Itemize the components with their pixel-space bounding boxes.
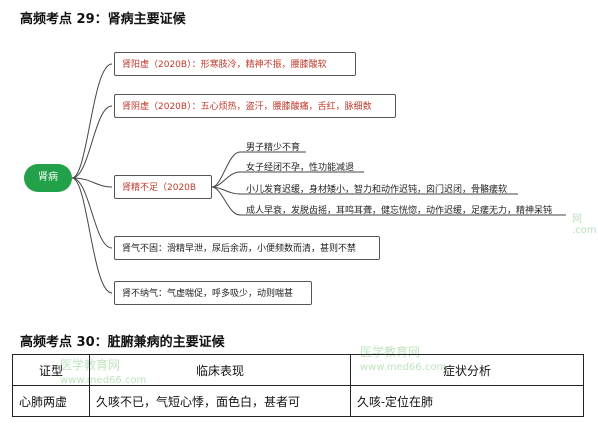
section-title-30: 高频考点 30：脏腑兼病的主要证候 bbox=[20, 335, 225, 350]
mindmap-connectors bbox=[71, 63, 566, 294]
watermark-mindmap: 网.com bbox=[572, 214, 597, 236]
table-header-cell: 症状分析 bbox=[350, 354, 584, 386]
table-cell: 久咳不已，气短心悸，面色白，甚者可 bbox=[89, 385, 351, 417]
branch-kidney-not-receiving-qi: 肾不纳气：气虚喘促，呼多吸少，动则喘甚 bbox=[114, 281, 312, 305]
leaf-male-infertility: 男子精少不育 bbox=[246, 143, 301, 153]
leaf-adult-aging: 成人早衰，发脱齿摇，耳鸣耳聋，健忘恍惚，动作迟缓，足痿无力，精神呆钝 bbox=[246, 206, 553, 216]
branch-kidney-yang: 肾阳虚（2020B）：形寒肢冷，精神不振，腰膝酸软 bbox=[114, 52, 356, 76]
table-cell: 心肺两虚 bbox=[12, 385, 90, 417]
branch-kidney-qi-unconsolidated: 肾气不固：滑精早泄，尿后余沥，小便频数而清，甚则不禁 bbox=[114, 236, 380, 260]
table-header-cell: 证型 bbox=[12, 354, 90, 386]
table-header-cell: 临床表现 bbox=[89, 354, 351, 386]
leaf-female-infertility: 女子经闭不孕，性功能减退 bbox=[246, 163, 355, 173]
leaf-child-development: 小儿发育迟缓，身材矮小，智力和动作迟钝，囟门迟闭，骨骼痿软 bbox=[246, 185, 508, 195]
branch-kidney-essence: 肾精不足（2020B bbox=[114, 175, 212, 199]
table-header-row: 证型 临床表现 症状分析 bbox=[12, 354, 584, 386]
syndrome-table: 证型 临床表现 症状分析 心肺两虚 久咳不已，气短心悸，面色白，甚者可 久咳-定… bbox=[12, 354, 584, 417]
mindmap-root: 肾病 bbox=[24, 164, 72, 192]
branch-kidney-yin: 肾阴虚（2020B）：五心烦热，盗汗，腰膝酸痛，舌红，脉细数 bbox=[114, 94, 396, 118]
section-title-29: 高频考点 29：肾病主要证候 bbox=[20, 12, 186, 27]
table-row: 心肺两虚 久咳不已，气短心悸，面色白，甚者可 久咳-定位在肺 bbox=[12, 385, 584, 417]
table-cell: 久咳-定位在肺 bbox=[350, 385, 584, 417]
